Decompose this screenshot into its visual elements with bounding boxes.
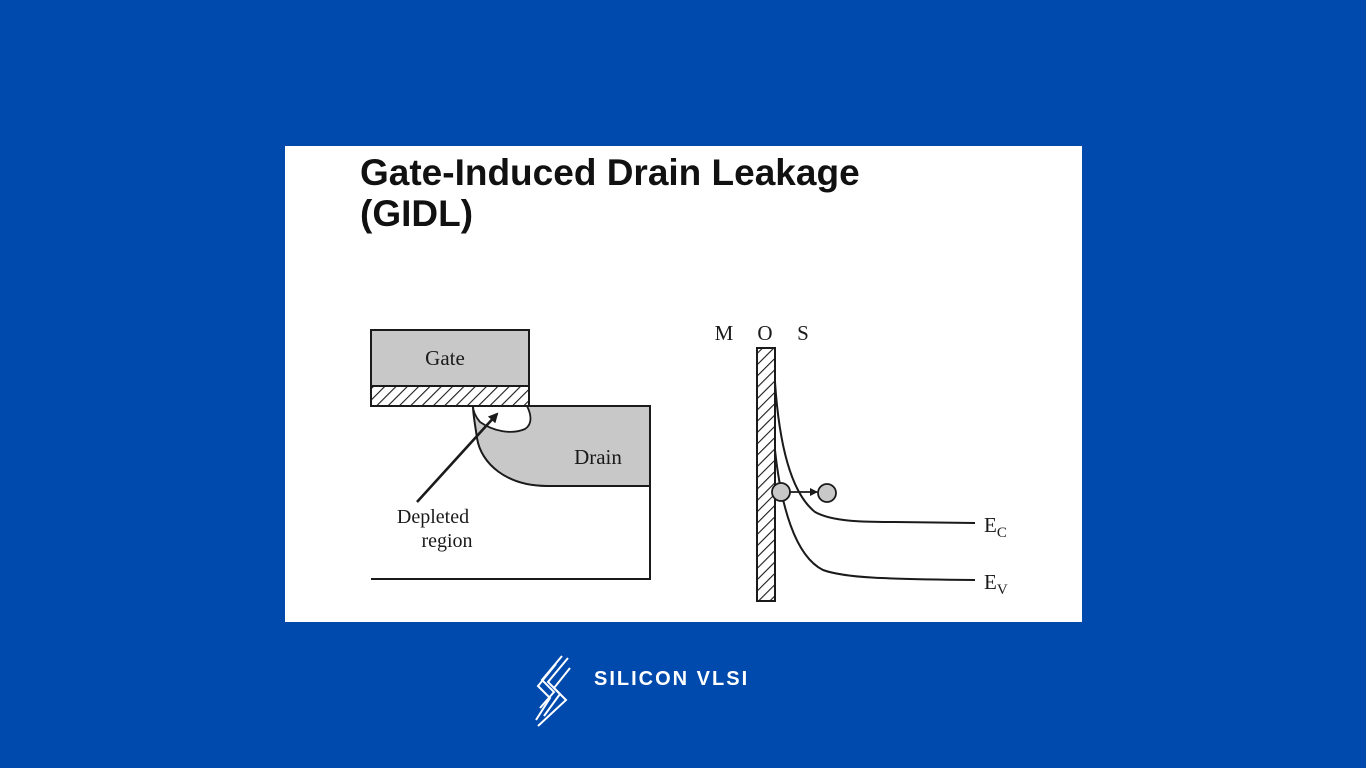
title-line-1: Gate-Induced Drain Leakage [360, 152, 860, 193]
gidl-diagram: Gate Drain Depleted region M O S EC [370, 321, 1008, 602]
gate-label: Gate [425, 346, 465, 370]
band-diagram: M O S EC EV [715, 321, 1008, 602]
band-label-m: M [715, 321, 734, 345]
ec-label: EC [984, 513, 1007, 541]
ec-subscript: C [997, 525, 1007, 541]
valence-band-curve [774, 449, 976, 581]
depleted-label-line2: region [421, 530, 472, 552]
band-label-o: O [757, 321, 772, 345]
gate-oxide [370, 385, 530, 407]
slide-title: Gate-Induced Drain Leakage (GIDL) [360, 152, 860, 234]
ev-label: EV [984, 570, 1008, 598]
ev-main: E [984, 570, 997, 594]
electron-start [771, 482, 791, 502]
gate-electrode [370, 329, 530, 387]
lightning-s-icon [535, 655, 571, 727]
drain-label: Drain [574, 445, 622, 469]
ec-main: E [984, 513, 997, 537]
ev-subscript: V [997, 582, 1008, 598]
electron-end [817, 483, 837, 503]
oxide-layer [756, 347, 776, 602]
brand-footer: SILICON VLSI [532, 654, 772, 730]
slide-card: Gate-Induced Drain Leakage (GIDL) [285, 146, 1082, 622]
conduction-band-curve [774, 381, 976, 524]
brand-name: SILICON VLSI [594, 668, 750, 690]
band-label-s: S [797, 321, 809, 345]
device-cross-section: Gate Drain Depleted region [370, 329, 651, 580]
title-line-2: (GIDL) [360, 193, 474, 234]
depleted-pointer-arrow [416, 412, 499, 503]
depleted-label-line1: Depleted [397, 506, 469, 528]
